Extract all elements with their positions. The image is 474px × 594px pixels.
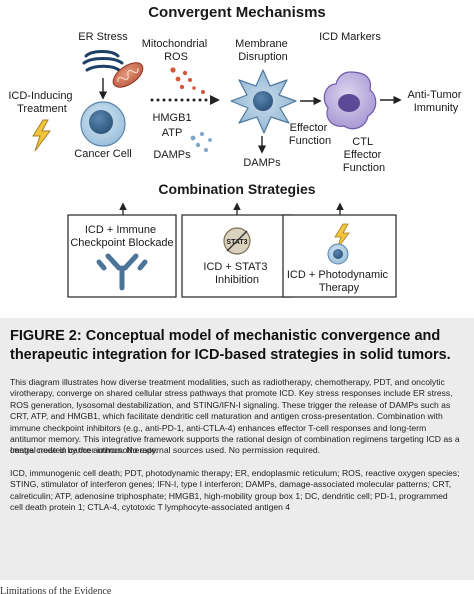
antibody-icon	[96, 253, 148, 291]
ctl-effector-label: CTL Effector Function	[343, 136, 385, 174]
damps-mid-label: DAMPs	[243, 157, 281, 169]
atp-label: ATP	[162, 127, 183, 139]
checkpoint-blockade-label: ICD + Immune Checkpoint Blockade	[70, 224, 173, 249]
mechanism-diagram: Convergent Mechanisms ICD-Inducing Treat…	[8, 4, 464, 298]
photodynamic-therapy-icon	[327, 223, 350, 265]
membrane-disruption-label: Membrane Disruption	[235, 38, 291, 63]
combo-arrows	[119, 202, 344, 215]
combo-boxes	[67, 214, 397, 298]
next-section-heading: Limitations of the Evidence	[0, 586, 112, 594]
er-stress-label: ER Stress	[78, 31, 128, 43]
figure-description: This diagram illustrates how diverse tre…	[10, 377, 460, 456]
treatment-label: ICD-Inducing Treatment	[8, 90, 75, 115]
svg-text:STAT3: STAT3	[226, 239, 247, 246]
ros-dots	[170, 67, 205, 94]
stat3-inhibition-label: ICD + STAT3 Inhibition	[203, 261, 270, 286]
damps-left-label: DAMPs	[153, 149, 191, 161]
dendritic-cell-icon	[230, 69, 297, 134]
cell-to-membrane-arrow	[150, 95, 220, 105]
caption-panel	[0, 318, 474, 580]
figure-abbreviations: ICD, immunogenic cell death; PDT, photod…	[10, 468, 460, 513]
mitochondrial-ros-label: Mitochondrial ROS	[142, 38, 210, 63]
photodynamic-therapy-label: ICD + Photodynamic Therapy	[287, 269, 391, 294]
anti-tumor-immunity-label: Anti-Tumor Immunity	[407, 89, 464, 114]
ctl-cell-icon	[323, 71, 377, 130]
lightning-bolt-icon	[32, 119, 51, 152]
combination-title: Combination Strategies	[158, 181, 315, 197]
diagram-title: Convergent Mechanisms	[148, 4, 326, 21]
effector-function-label: Effector Function	[289, 122, 331, 147]
cancer-cell-label: Cancer Cell	[74, 148, 131, 160]
icd-markers-label: ICD Markers	[319, 31, 381, 43]
hmgb1-label: HMGB1	[152, 112, 191, 124]
atp-dots	[190, 132, 212, 152]
cancer-cell-icon	[80, 101, 126, 147]
figure-title: FIGURE 2: Conceptual model of mechanisti…	[10, 328, 451, 363]
stat3-inhibition-icon: STAT3	[223, 227, 251, 255]
mitochondrion-icon	[112, 62, 144, 88]
figure-credit: Image created by the authors. No externa…	[10, 445, 321, 455]
er-organelle-icon	[82, 50, 124, 72]
